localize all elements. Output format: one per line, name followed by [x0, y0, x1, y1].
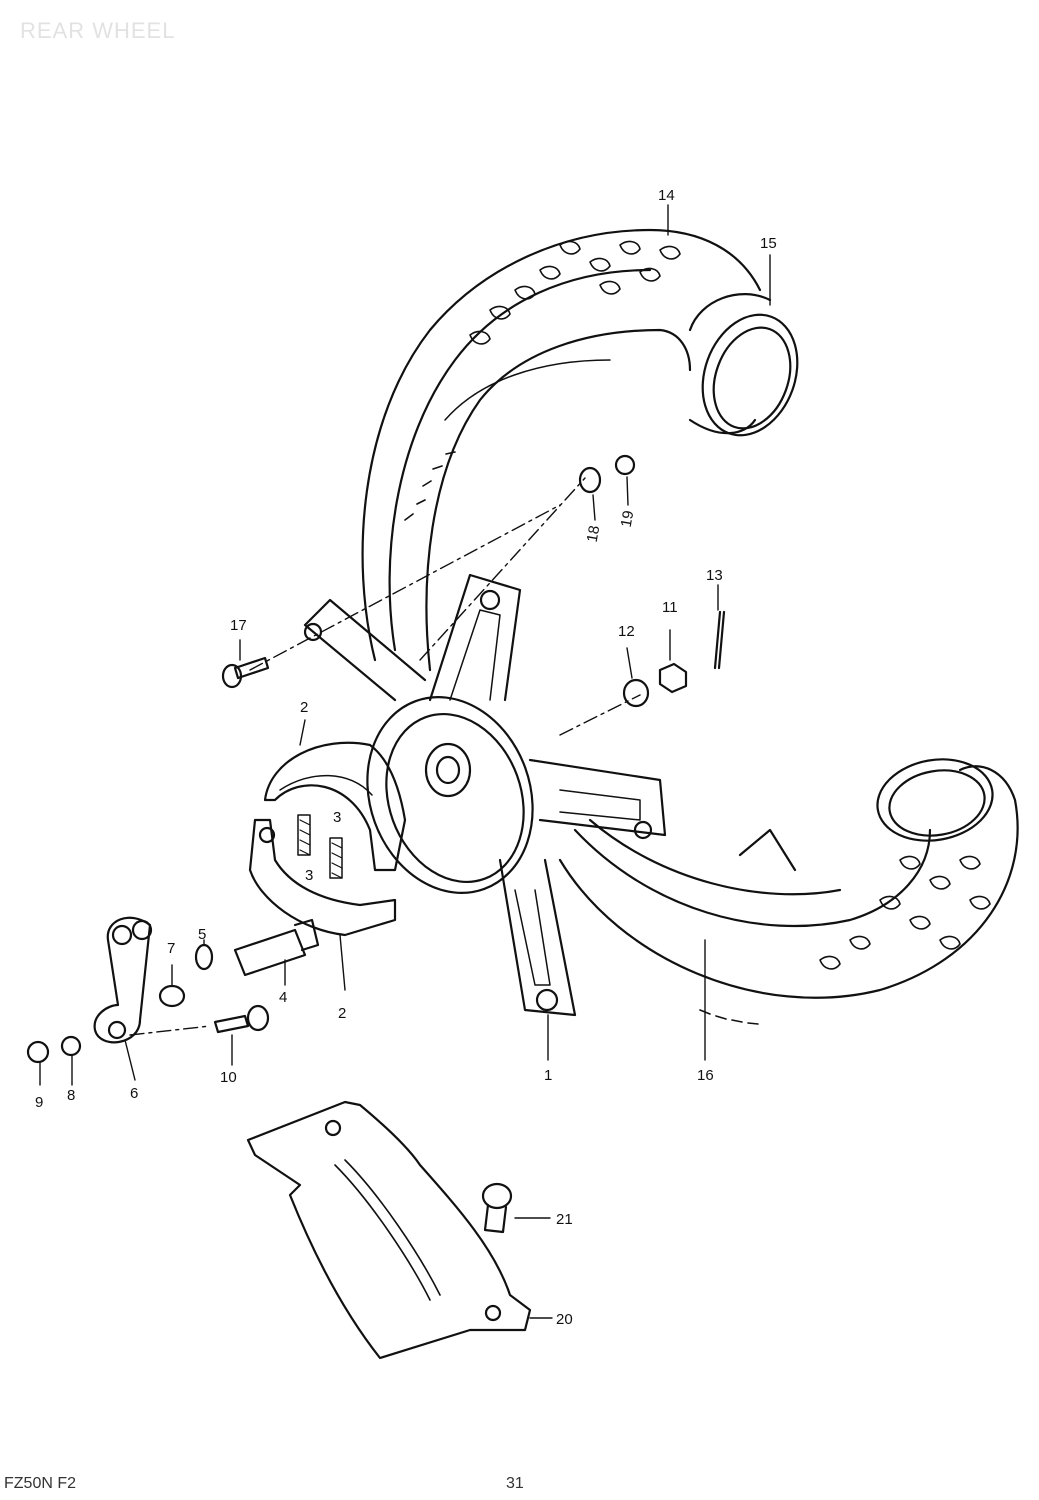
- model-code: FZ50N F2: [4, 1475, 77, 1492]
- callout-6: 6: [130, 1085, 138, 1102]
- page-title: REAR WHEEL: [20, 18, 176, 43]
- bolt-10: [213, 1004, 270, 1034]
- callout-9: 9: [35, 1094, 43, 1111]
- callout-2a: 2: [300, 699, 308, 716]
- callout-13: 13: [706, 567, 723, 584]
- washer-12: [622, 678, 650, 708]
- wheel-hub: [303, 573, 667, 1017]
- o-ring: [194, 943, 214, 971]
- callout-7: 7: [167, 940, 175, 957]
- washer-18: [578, 466, 602, 494]
- brake-shoe-assembly: [248, 741, 407, 937]
- callout-4: 4: [279, 989, 287, 1006]
- cotter-pin-13: [713, 610, 726, 670]
- nut-11: [658, 662, 688, 694]
- callout-20: 20: [556, 1311, 573, 1328]
- callout-1: 1: [544, 1067, 552, 1084]
- callout-15: 15: [760, 235, 777, 252]
- callout-2b: 2: [338, 1005, 346, 1022]
- callout-11: 11: [662, 599, 678, 616]
- leader-lines: [39, 204, 771, 1319]
- brake-cam: [233, 918, 320, 977]
- callout-21: 21: [556, 1211, 573, 1228]
- bolt-17: [221, 656, 270, 689]
- callout-5: 5: [198, 926, 206, 943]
- callout-labels: 14 15 16 1 2 2 3 3 4 5 6 7 8 9 10 11 12 …: [35, 187, 777, 1328]
- callout-14: 14: [658, 187, 675, 204]
- washer-7: [158, 984, 186, 1008]
- callout-12: 12: [618, 623, 635, 640]
- nut-19: [614, 454, 636, 476]
- callout-19: 19: [618, 509, 638, 528]
- callout-3b: 3: [305, 867, 313, 884]
- callout-8: 8: [67, 1087, 75, 1104]
- screw-21: [481, 1182, 513, 1234]
- callout-16: 16: [697, 1067, 714, 1084]
- callout-10: 10: [220, 1069, 237, 1086]
- nut-9: [26, 1040, 50, 1064]
- tire-lower: [558, 758, 1019, 1025]
- cam-lever: [93, 916, 153, 1044]
- callout-17: 17: [230, 617, 247, 634]
- callout-18: 18: [584, 524, 604, 543]
- inner-tube-section: [688, 293, 799, 437]
- mud-guard: [246, 1100, 532, 1360]
- tire-upper: [361, 228, 762, 672]
- page-number: 31: [506, 1475, 524, 1492]
- washer-8: [60, 1035, 82, 1057]
- callout-3a: 3: [333, 809, 341, 826]
